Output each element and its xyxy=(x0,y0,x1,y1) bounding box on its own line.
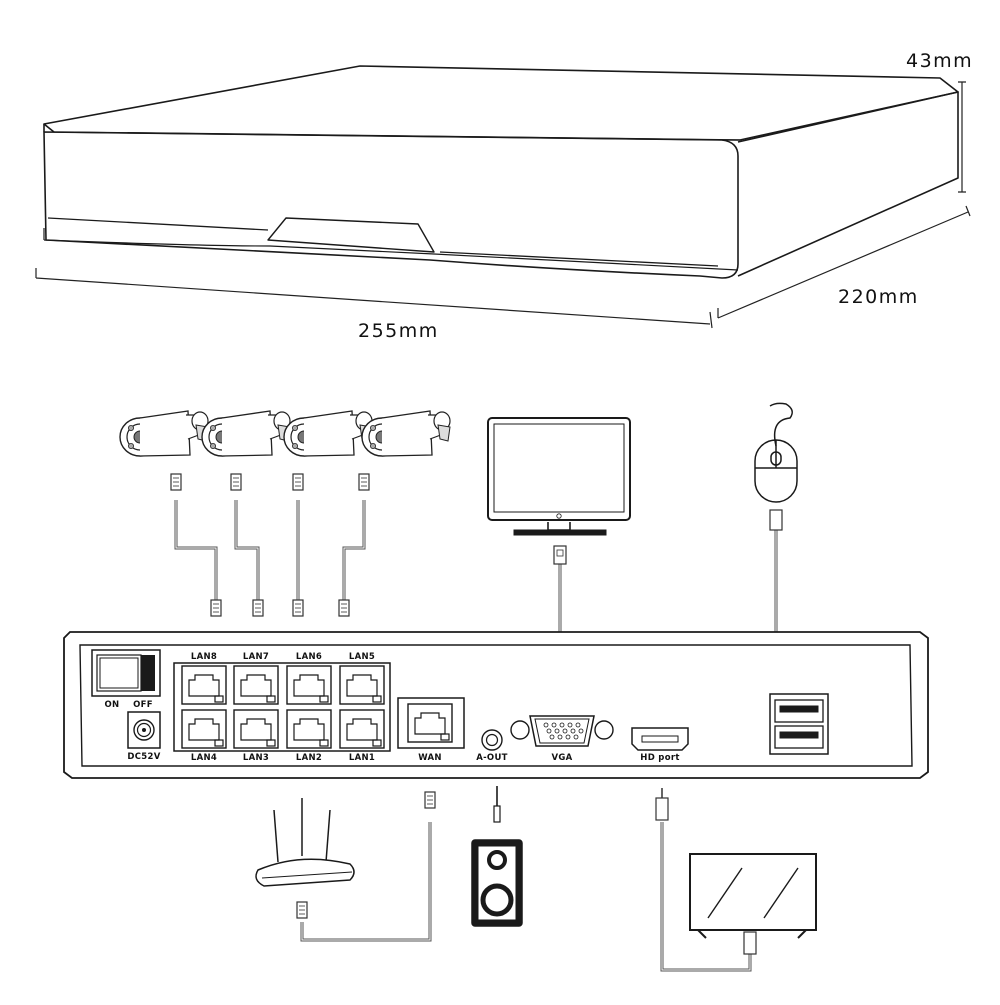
height-dimension-label: 43mm xyxy=(906,50,974,72)
switch-on-label: ON xyxy=(104,700,120,710)
hd-port[interactable] xyxy=(631,727,689,751)
nvr-right-side xyxy=(737,91,959,277)
ip-cameras xyxy=(119,410,451,457)
power-switch[interactable] xyxy=(91,649,161,697)
camera-icon xyxy=(201,410,291,457)
wan-port[interactable] xyxy=(397,697,465,749)
wan-label: WAN xyxy=(418,753,442,763)
lan1-port[interactable] xyxy=(339,709,385,749)
nvr-isometric-view xyxy=(43,65,959,279)
dc-power-label: DC52V xyxy=(127,752,161,762)
hd-tv-icon xyxy=(689,853,817,939)
dc-power-jack xyxy=(127,711,161,749)
nvr-front-face xyxy=(43,131,739,279)
camera-icon xyxy=(119,410,209,457)
mouse-icon xyxy=(754,402,798,503)
depth-dimension-line xyxy=(717,205,971,319)
depth-dimension-label: 220mm xyxy=(838,286,919,308)
camera-plugs xyxy=(170,473,370,617)
switch-off-label: OFF xyxy=(133,700,153,710)
lan5-port[interactable] xyxy=(339,665,385,705)
dimension-lines xyxy=(35,81,971,329)
lan4-label: LAN4 xyxy=(190,753,218,763)
height-dimension-line xyxy=(958,81,966,193)
lan2-port[interactable] xyxy=(286,709,332,749)
hd-port-label: HD port xyxy=(640,753,680,763)
lan8-port[interactable] xyxy=(181,665,227,705)
router-cable xyxy=(296,791,436,942)
camera-cables xyxy=(174,500,366,602)
router-icon xyxy=(255,798,355,887)
lan6-label: LAN6 xyxy=(295,652,323,662)
nvr-top-surface xyxy=(43,65,959,141)
audio-out-label: A-OUT xyxy=(476,753,508,763)
usb-ports[interactable] xyxy=(769,693,829,755)
hdmi-cable xyxy=(655,788,757,972)
lan2-label: LAN2 xyxy=(295,753,323,763)
vga-monitor xyxy=(487,417,631,536)
audio-out-jack[interactable] xyxy=(481,729,503,751)
camera-icon xyxy=(361,410,451,457)
width-dimension-line xyxy=(35,268,713,329)
vga-port[interactable] xyxy=(510,715,614,747)
vga-label: VGA xyxy=(551,753,573,763)
camera-icon xyxy=(283,410,373,457)
lan7-port[interactable] xyxy=(233,665,279,705)
lan8-label: LAN8 xyxy=(190,652,218,662)
lan5-label: LAN5 xyxy=(348,652,376,662)
lan1-label: LAN1 xyxy=(348,753,376,763)
lan3-port[interactable] xyxy=(233,709,279,749)
lan7-label: LAN7 xyxy=(242,652,270,662)
lan3-label: LAN3 xyxy=(242,753,270,763)
width-dimension-label: 255mm xyxy=(358,320,439,342)
lan4-port[interactable] xyxy=(181,709,227,749)
nvr-front-handle xyxy=(267,217,435,253)
lan6-port[interactable] xyxy=(286,665,332,705)
speaker-icon xyxy=(471,786,523,927)
